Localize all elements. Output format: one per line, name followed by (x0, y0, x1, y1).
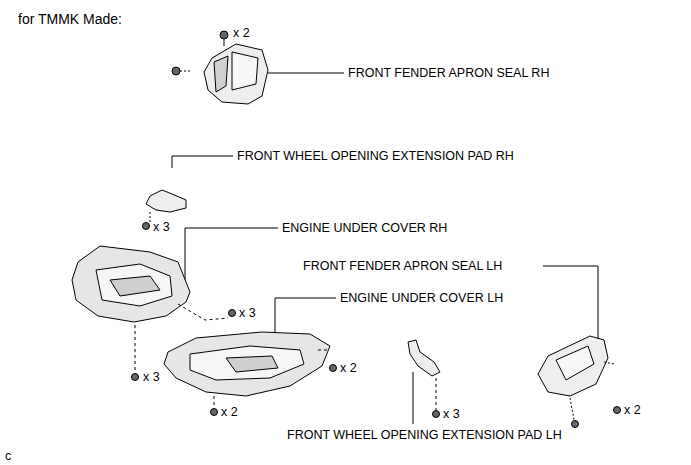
part-name: FRONT WHEEL OPENING EXTENSION PAD RH (237, 149, 514, 163)
quantity-label: x 2 (624, 403, 641, 417)
quantity-label: x 3 (143, 370, 160, 384)
quantity-label: x 2 (233, 26, 250, 40)
diagram-title: for TMMK Made: (18, 11, 122, 27)
quantity-label: x 3 (239, 306, 256, 320)
part-name: ENGINE UNDER COVER RH (282, 221, 447, 235)
figure-code: c (5, 449, 11, 463)
part-name: FRONT FENDER APRON SEAL LH (303, 259, 502, 273)
part-name: FRONT FENDER APRON SEAL RH (348, 66, 549, 80)
quantity-label: x 3 (443, 407, 460, 421)
part-name: ENGINE UNDER COVER LH (340, 291, 503, 305)
part-name: FRONT WHEEL OPENING EXTENSION PAD LH (287, 428, 562, 442)
quantity-label: x 2 (340, 361, 357, 375)
quantity-label: x 2 (221, 405, 238, 419)
quantity-label: x 3 (153, 220, 170, 234)
